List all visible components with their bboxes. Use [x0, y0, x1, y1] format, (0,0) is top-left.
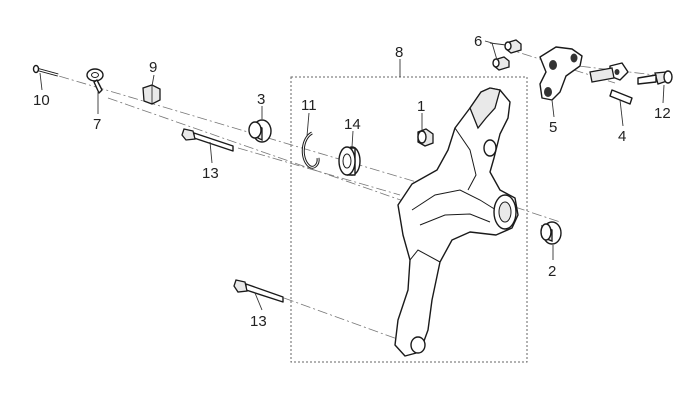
callout-7: 7 [93, 116, 101, 133]
callout-8: 8 [395, 44, 403, 61]
part-11-circlip [301, 131, 320, 169]
part-3-bushing [248, 119, 272, 143]
callout-5: 5 [549, 119, 557, 136]
callout-9: 9 [149, 59, 157, 76]
callout-13-upper: 13 [202, 165, 219, 182]
part-5-linkage [539, 46, 583, 101]
callout-1: 1 [417, 98, 425, 115]
callout-12: 12 [654, 105, 671, 122]
callout-3: 3 [257, 91, 265, 108]
part-10-pin [32, 64, 59, 77]
callout-10: 10 [33, 92, 50, 109]
callout-labels: 10 7 9 3 13 11 14 8 1 6 5 4 12 2 13 [33, 33, 671, 330]
part-8-bracket [394, 87, 519, 357]
callout-4: 4 [618, 128, 626, 145]
part-13-bolt-lower [233, 279, 284, 303]
part-1-bushing [417, 128, 434, 147]
part-4-pin [589, 62, 633, 105]
assembly-frame [290, 76, 528, 363]
part-7-clip [86, 68, 104, 94]
callout-6: 6 [474, 33, 482, 50]
axis-lines [41, 47, 664, 341]
callout-11: 11 [301, 97, 317, 114]
callout-14: 14 [344, 116, 361, 133]
part-9-nut [142, 84, 161, 105]
callout-2: 2 [548, 263, 556, 280]
part-12-bolt [637, 70, 673, 85]
part-14-bearing [338, 146, 361, 176]
leader-lines [39, 40, 665, 311]
part-13-bolt-upper [181, 128, 234, 152]
part-6-bushings [492, 39, 522, 71]
callout-13-lower: 13 [250, 313, 267, 330]
part-2-bushing [540, 221, 562, 245]
